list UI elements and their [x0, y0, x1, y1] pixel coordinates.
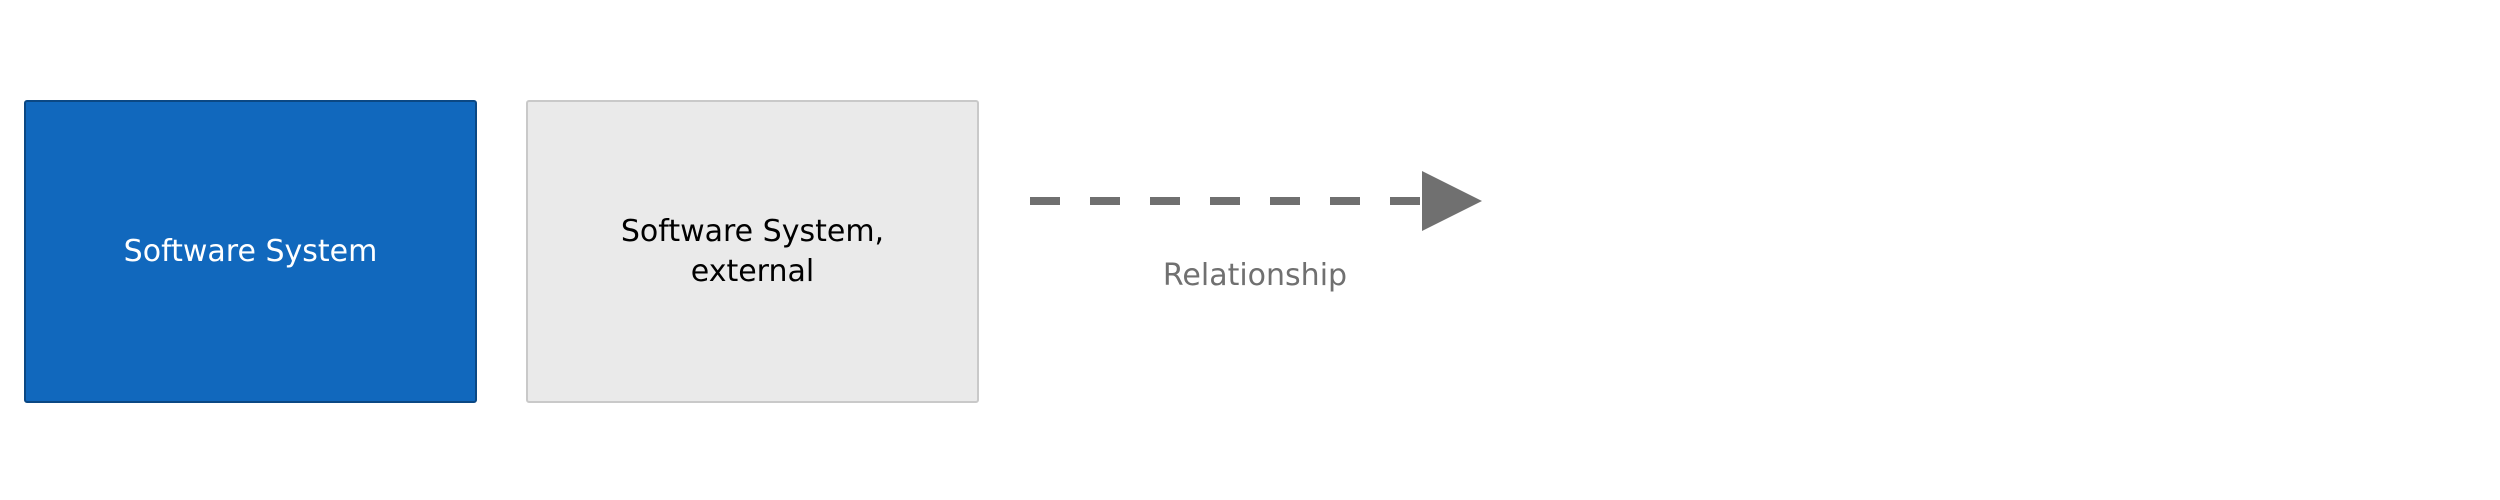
software-system-box: Software System — [24, 100, 477, 403]
software-system-external-label: Software System, external — [620, 213, 885, 289]
relationship-label: Relationship — [1162, 258, 1348, 293]
software-system-external-box: Software System, external — [526, 100, 979, 403]
relationship-arrowhead — [1422, 171, 1482, 231]
software-system-label: Software System — [123, 233, 378, 269]
